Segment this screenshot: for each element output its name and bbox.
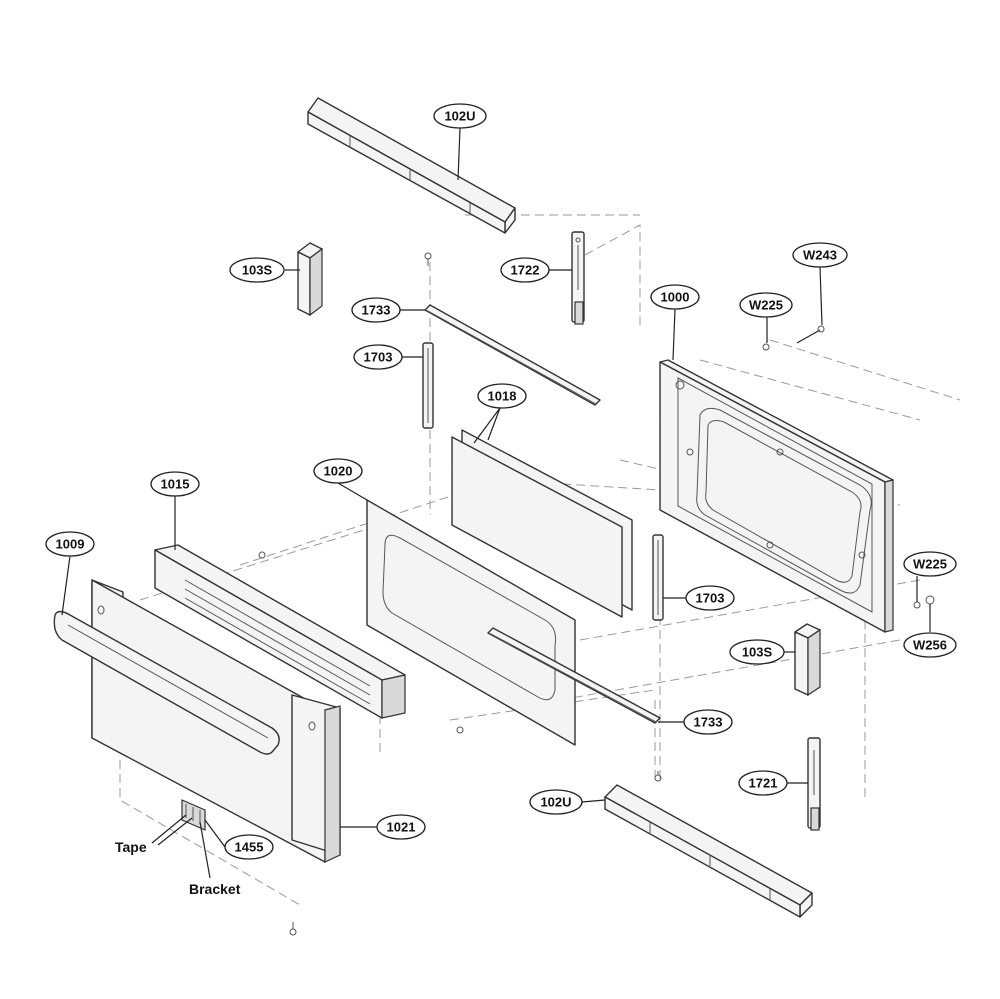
leader-lines [61, 127, 931, 879]
strip-102u-bottom [604, 784, 813, 918]
callout-w243: W243 [792, 242, 848, 268]
callout-1020: 1020 [313, 458, 363, 484]
callout-1455: 1455 [224, 834, 274, 860]
callout-w256: W256 [903, 632, 957, 658]
callout-label: 1733 [362, 303, 391, 318]
block-103s-right [794, 623, 821, 697]
channel-1703-left [422, 342, 434, 429]
callout-label: W225 [749, 298, 783, 313]
callout-label: 1703 [696, 591, 725, 606]
callout-label: 102U [444, 109, 475, 124]
callout-label: 1020 [324, 464, 353, 479]
callout-label: 1021 [387, 820, 416, 835]
callout-label: 1733 [694, 715, 723, 730]
channel-1703-right [652, 534, 664, 621]
callout-1721: 1721 [738, 770, 788, 796]
callout-w225-right: W225 [903, 551, 957, 577]
callout-1021: 1021 [376, 814, 426, 840]
strip-102u-top [307, 97, 516, 234]
callout-103s-left: 103S [229, 257, 285, 283]
callout-1722: 1722 [500, 257, 550, 283]
screws-bottom [289, 726, 464, 936]
callout-label: 1455 [235, 840, 264, 855]
callout-1733-top: 1733 [351, 297, 401, 323]
callout-label: 103S [242, 263, 273, 278]
callout-1733-bottom: 1733 [683, 709, 733, 735]
callout-label: 1703 [364, 350, 393, 365]
hinge-1721 [807, 737, 821, 831]
callout-w225-top: W225 [739, 292, 793, 318]
note-bracket: Bracket [189, 881, 241, 897]
callout-label: 1722 [511, 263, 540, 278]
screw-w243 [796, 325, 825, 344]
callout-1018: 1018 [477, 383, 527, 409]
callout-1703-right: 1703 [685, 585, 735, 611]
note-tape: Tape [115, 839, 147, 855]
callout-label: 102U [540, 795, 571, 810]
callout-102u-top: 102U [433, 103, 487, 129]
callout-label: 1009 [56, 537, 85, 552]
rail-1733-bottom [487, 627, 662, 782]
callout-label: W225 [913, 557, 947, 572]
callout-label: W256 [913, 638, 947, 653]
handle-1009 [53, 610, 280, 755]
callout-label: 1721 [749, 776, 778, 791]
rail-1733-top [424, 252, 601, 406]
callout-1000: 1000 [650, 284, 700, 310]
callout-label: 1015 [161, 477, 190, 492]
callout-103s-right: 103S [729, 639, 785, 665]
door-frame-1000 [659, 359, 894, 633]
callout-label: 1000 [661, 290, 690, 305]
vent-1015 [154, 544, 406, 719]
block-103s-left [297, 242, 323, 317]
callout-label: W243 [803, 248, 837, 263]
callout-label: 103S [742, 645, 773, 660]
callout-1015: 1015 [150, 471, 200, 497]
hinge-1722 [571, 231, 585, 325]
callout-1009: 1009 [45, 531, 95, 557]
glass-1018 [451, 429, 633, 618]
callout-1703-left: 1703 [353, 344, 403, 370]
glass-frame-1020 [366, 499, 576, 746]
callout-102u-bottom: 102U [529, 789, 583, 815]
washer-w225-top [762, 343, 770, 351]
callout-label: 1018 [488, 389, 517, 404]
